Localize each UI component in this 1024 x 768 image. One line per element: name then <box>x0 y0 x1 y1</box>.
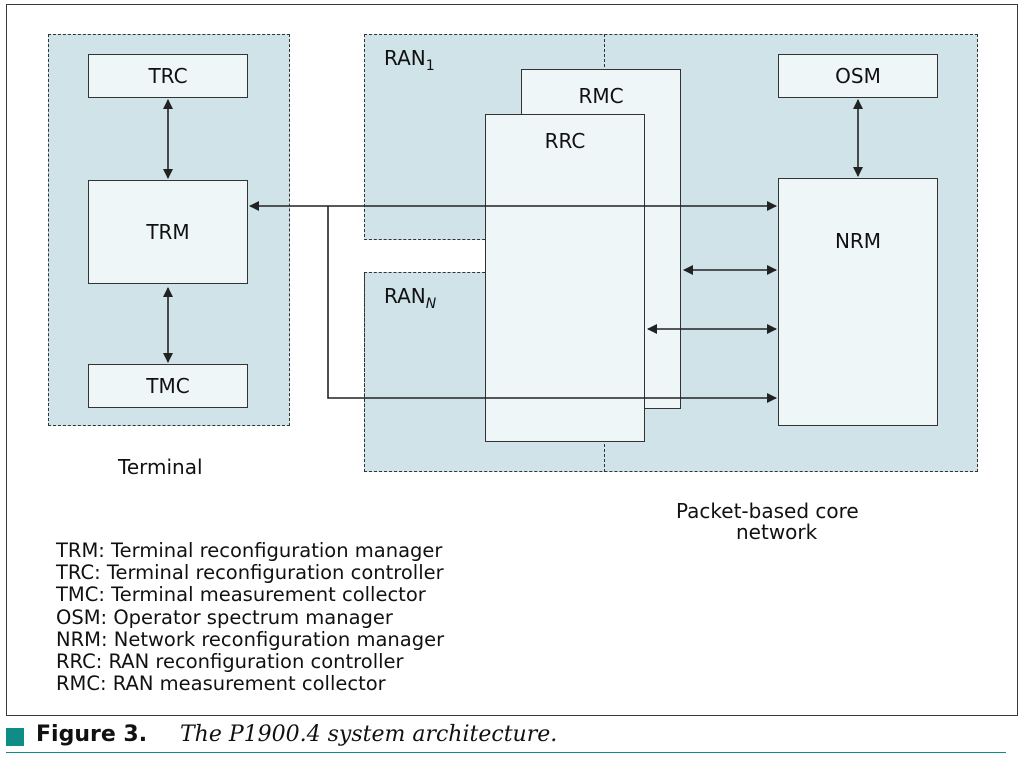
legend-item-nrm: NRM: Network reconfiguration manager <box>56 627 445 651</box>
legend: TRM: Terminal reconfiguration manager TR… <box>56 539 445 696</box>
trm-box: TRM <box>88 180 248 284</box>
caption-rule <box>6 752 1006 753</box>
caption-text: The P1900.4 system architecture. <box>180 722 558 747</box>
ran-gap <box>363 240 485 272</box>
rann-label: RANN <box>384 284 437 312</box>
legend-item-tmc: TMC: Terminal measurement collector <box>56 583 426 607</box>
ran1-bottom-edge <box>364 239 485 240</box>
core-network-label-line2: network <box>736 520 818 544</box>
rann-top-edge <box>364 272 485 273</box>
legend-item-rmc: RMC: RAN measurement collector <box>56 672 386 696</box>
legend-item-trm: TRM: Terminal reconfiguration manager <box>56 539 443 562</box>
rrc-box: RRC <box>485 114 645 442</box>
trm-nrm-lower-path <box>327 206 777 403</box>
trc-box: TRC <box>88 54 248 98</box>
legend-item-osm: OSM: Operator spectrum manager <box>56 605 393 629</box>
rann-left-edge <box>364 272 365 472</box>
osm-box: OSM <box>778 54 938 98</box>
rann-subscript: N <box>425 296 437 312</box>
ran1-subscript: 1 <box>425 58 435 74</box>
caption-marker-square <box>6 728 24 746</box>
nrm-box: NRM <box>778 178 938 426</box>
legend-item-trc: TRC: Terminal reconfiguration controller <box>56 561 444 585</box>
caption-number: Figure 3. <box>36 722 148 747</box>
tmc-box: TMC <box>88 364 248 408</box>
ran1-label: RAN1 <box>384 46 435 74</box>
terminal-label: Terminal <box>118 455 203 479</box>
figure-caption: Figure 3. The P1900.4 system architectur… <box>6 722 1006 752</box>
core-network-label-line1: Packet-based core <box>676 499 859 523</box>
legend-item-rrc: RRC: RAN reconfiguration controller <box>56 650 404 674</box>
